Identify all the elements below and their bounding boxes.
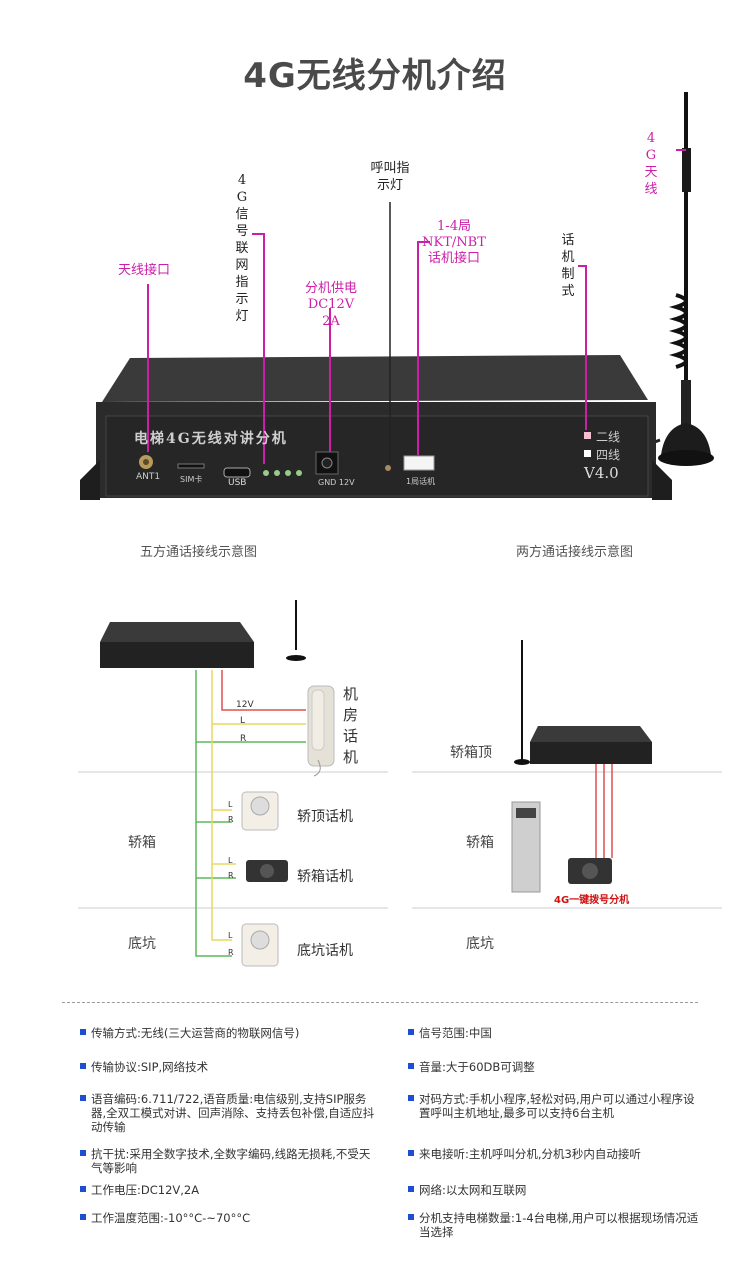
call-panel-icon [511, 801, 541, 893]
car-phone-label: 轿箱话机 [297, 869, 353, 885]
car-top-phone-label: 轿顶话机 [297, 809, 353, 825]
antenna-4g-icon [636, 92, 714, 481]
wiring-diagrams [78, 600, 722, 967]
callout-phone-system: 话机制式 [561, 233, 575, 299]
two-way-caption: 两方通话接线示意图 [516, 545, 634, 560]
device-version: V4.0 [584, 464, 619, 482]
wire-r-label: R [240, 734, 247, 744]
pit-phone-icon [241, 923, 279, 967]
callout-power: 分机供电 [304, 281, 357, 296]
car-phone-icon [246, 860, 288, 882]
wire-12v-label: 12V [236, 700, 254, 710]
zone-car-top-label: 轿箱顶 [450, 745, 492, 761]
spec-right-5: 网络:以太网和互联网 [419, 1183, 527, 1197]
section-divider [62, 1002, 698, 1003]
machine-room-phone-label: 机房话机 [343, 685, 359, 766]
callout-signal-led: 4G信号联网指示灯 [235, 173, 249, 324]
pit-l-label: L [228, 931, 233, 940]
mode-two-label: 二线 [596, 430, 621, 444]
device-illustration [80, 92, 714, 500]
car-top-r-label: R [228, 815, 234, 824]
car-top-phone-icon [241, 791, 279, 831]
pit-r-label: R [228, 948, 234, 957]
port-power-label: GND 12V [318, 478, 355, 487]
callout-phone-port-1: 1-4局 [437, 219, 471, 234]
zone-pit-label: 底坑 [128, 936, 156, 952]
port-phone-label: 1局话机 [406, 477, 436, 486]
callout-call-led: 呼叫指示灯 [370, 161, 410, 193]
port-usb-label: USB [228, 478, 247, 488]
machine-room-phone-icon [307, 685, 335, 777]
one-key-label: 4G一键拨号分机 [554, 895, 630, 906]
wire-l-label: L [240, 716, 246, 726]
callout-phone-port-2: NKT/NBT [422, 235, 486, 250]
device-front-label: 电梯4G无线对讲分机 [134, 431, 288, 447]
spec-right-4: 来电接听:主机呼叫分机,分机3秒内自动接听 [419, 1147, 641, 1161]
callout-leaders [147, 149, 686, 464]
spec-left-1: 传输方式:无线(三大运营商的物联网信号) [91, 1026, 300, 1040]
callout-phone-port-3: 话机接口 [427, 251, 480, 266]
zone-car-label: 轿箱 [128, 835, 156, 851]
car-top-l-label: L [228, 800, 233, 809]
zone-car-right-label: 轿箱 [466, 835, 494, 851]
mode-four-label: 四线 [596, 448, 621, 462]
device-body [80, 355, 672, 500]
spec-left-6: 工作温度范围:-10°°C-~70°°C [91, 1211, 251, 1225]
page-title: 4G无线分机介绍 [243, 56, 507, 96]
spec-left-3: 语音编码:6.711/722,语音质量:电信级别,支持SIP服务器,全双工模式对… [91, 1092, 375, 1134]
pit-phone-label: 底坑话机 [297, 943, 353, 959]
callout-antenna-4g: 4G天线 [644, 131, 658, 197]
one-key-extension-icon [568, 858, 612, 884]
callout-power-spec: DC12V 2A [307, 297, 355, 329]
port-sim-label: SIM卡 [180, 475, 203, 484]
callout-antenna-port: 天线接口 [118, 263, 171, 278]
spec-right-2: 音量:大于60DB可调整 [419, 1060, 535, 1074]
zone-pit-right-label: 底坑 [466, 936, 494, 952]
spec-left-2: 传输协议:SIP,网络技术 [91, 1060, 209, 1074]
five-way-caption: 五方通话接线示意图 [140, 545, 258, 560]
car-l-label: L [228, 856, 233, 865]
device-small-right [514, 640, 652, 765]
device-small-left [100, 600, 306, 668]
spec-right-3: 对码方式:手机小程序,轻松对码,用户可以通过小程序设置呼叫主机地址,最多可以支持… [419, 1092, 695, 1120]
spec-left-5: 工作电压:DC12V,2A [91, 1183, 200, 1197]
port-ant-label: ANT1 [136, 472, 161, 482]
spec-right-1: 信号范围:中国 [419, 1026, 492, 1040]
spec-left-4: 抗干扰:采用全数字技术,全数字编码,线路无损耗,不受天气等影响 [91, 1147, 371, 1175]
spec-right-6: 分机支持电梯数量:1-4台电梯,用户可以根据现场情况适当选择 [419, 1211, 699, 1239]
car-r-label: R [228, 871, 234, 880]
